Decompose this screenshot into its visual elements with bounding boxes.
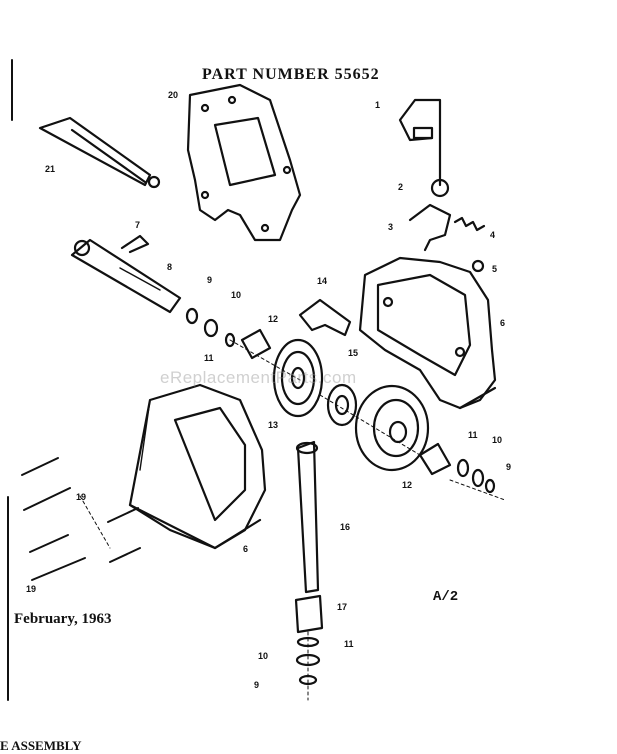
part-12b-bearing xyxy=(418,442,452,476)
callout-10b: 10 xyxy=(492,435,502,445)
callout-19b: 19 xyxy=(26,584,36,594)
callout-16a: 16 xyxy=(340,522,350,532)
callout-3: 3 xyxy=(388,222,393,232)
callout-21: 21 xyxy=(45,164,55,174)
page-code: A/2 xyxy=(433,589,459,605)
callout-4: 4 xyxy=(490,230,495,240)
part-4-spring xyxy=(453,216,486,232)
callout-11c: 11 xyxy=(344,639,354,649)
callout-1: 1 xyxy=(375,100,380,110)
callout-10a: 10 xyxy=(231,290,241,300)
watermark: eReplacementParts.com xyxy=(160,368,357,387)
callout-9a: 9 xyxy=(207,275,212,285)
gearbox-housing xyxy=(128,383,267,550)
footer-caption: E ASSEMBLY xyxy=(0,738,82,753)
part-number-title: PART NUMBER 55652 xyxy=(202,66,380,83)
callout-20: 20 xyxy=(168,90,178,100)
part-2-ball xyxy=(430,178,450,198)
part-8-shaft xyxy=(70,238,182,314)
part-11b-washer xyxy=(456,458,470,478)
callout-10c: 10 xyxy=(258,651,268,661)
diagram-date: February, 1963 xyxy=(14,611,112,627)
part-9b-washer xyxy=(484,478,496,494)
callout-14: 14 xyxy=(317,276,327,286)
part-11-washer xyxy=(224,332,236,348)
part-10-washer xyxy=(203,318,219,338)
part-1-hook xyxy=(398,98,442,187)
callout-11a: 11 xyxy=(204,353,214,363)
callout-9b: 9 xyxy=(506,462,511,472)
callout-8: 8 xyxy=(167,262,172,272)
part-14-spring-plate xyxy=(298,298,352,337)
part-21-shaft xyxy=(38,116,161,189)
callout-2: 2 xyxy=(398,182,403,192)
part-17-bearing xyxy=(294,594,324,634)
callout-17: 17 xyxy=(337,602,347,612)
part-10b-washer xyxy=(471,468,485,488)
part-9-washer xyxy=(185,307,199,325)
callout-19a: 19 xyxy=(76,492,86,502)
callout-6b: 6 xyxy=(243,544,248,554)
callout-13: 13 xyxy=(268,420,278,430)
callout-9c: 9 xyxy=(254,680,259,690)
part-12-bearing xyxy=(240,328,272,360)
part-20-gasket xyxy=(186,83,302,242)
callout-6: 6 xyxy=(500,318,505,328)
part-7-pin xyxy=(120,234,150,254)
part-16-vertical-shaft xyxy=(295,440,320,594)
part-6-housing xyxy=(358,256,497,410)
part-19-screws xyxy=(21,457,141,581)
part-large-gear xyxy=(354,384,430,472)
callout-11b: 11 xyxy=(468,430,478,440)
part-5-nut xyxy=(471,259,485,273)
callout-7: 7 xyxy=(135,220,140,230)
part-15-collar xyxy=(326,383,358,427)
callout-15: 15 xyxy=(348,348,358,358)
callout-12a: 12 xyxy=(268,314,278,324)
callout-12b: 12 xyxy=(402,480,412,490)
callout-5: 5 xyxy=(492,264,497,274)
part-3-fork xyxy=(408,203,452,252)
part-13-gear xyxy=(272,338,324,418)
